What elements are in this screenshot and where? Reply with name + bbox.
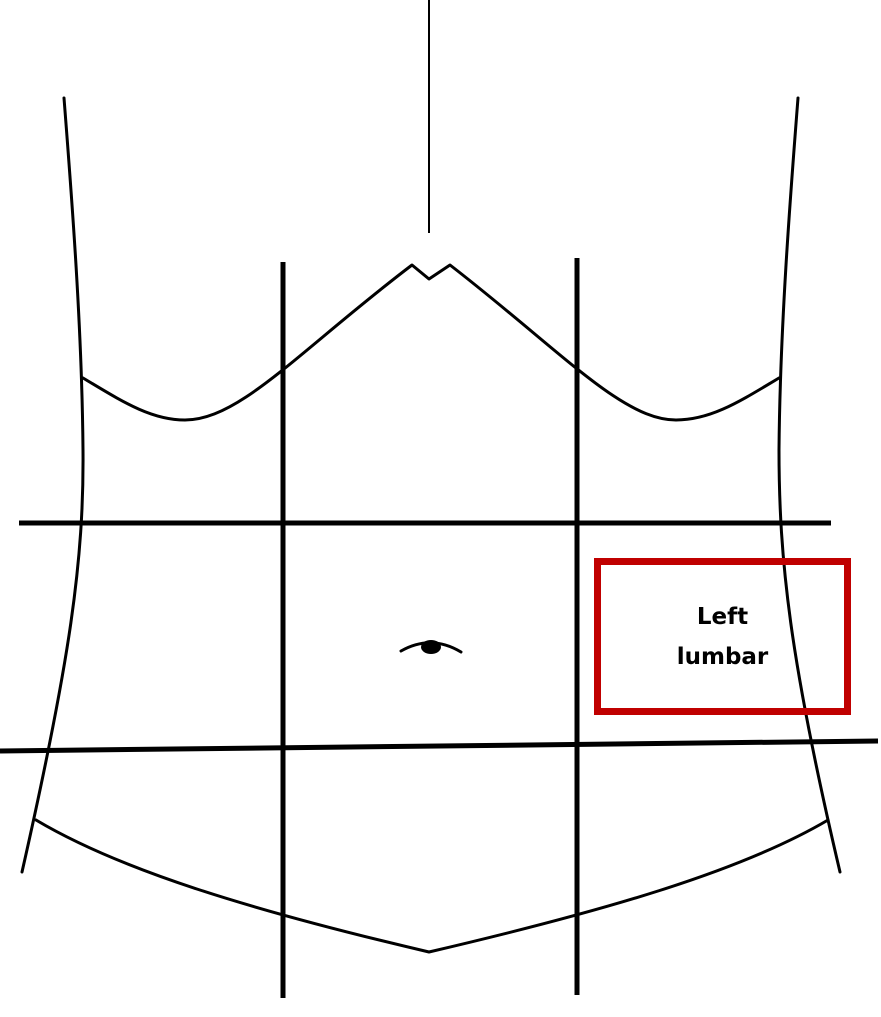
torso-right-side-outline <box>777 96 842 874</box>
umbilicus-icon <box>399 640 463 654</box>
torso-left-side-outline <box>20 96 85 874</box>
pelvic-outline <box>34 818 830 954</box>
costal-margin-outline <box>81 263 781 422</box>
left-lumbar-label-line1: Left <box>696 603 749 630</box>
left-lumbar-label: Left lumbar <box>663 597 783 677</box>
left-lumbar-label-line2: lumbar <box>676 643 769 670</box>
left-lumbar-highlight-box: Left lumbar <box>594 558 851 715</box>
transtubercular-plane-line <box>0 738 879 754</box>
